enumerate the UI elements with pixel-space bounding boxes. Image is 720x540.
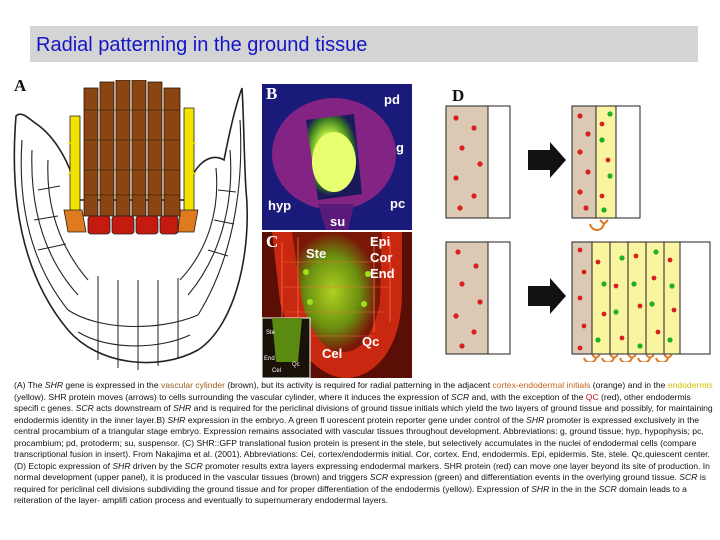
panel-d-upper-right — [571, 105, 641, 219]
title-bar: Radial patterning in the ground tissue — [30, 26, 698, 62]
slide-title: Radial patterning in the ground tissue — [36, 34, 368, 56]
panel-b-label: B — [266, 84, 278, 103]
panel-d-layer-schematics — [445, 105, 711, 362]
panel-a-root-diagram — [13, 80, 249, 370]
panel-d-lower-right — [571, 241, 711, 355]
label-g: g — [396, 140, 404, 155]
label-cor: Cor — [370, 250, 393, 265]
label-qc: Qc — [362, 334, 380, 349]
panel-a-label: A — [14, 76, 27, 95]
label-su: su — [330, 214, 346, 229]
label-ste: Ste — [306, 246, 327, 261]
label-cel: Cel — [322, 346, 343, 361]
inset-label-ste: Ste — [266, 330, 276, 336]
label-pd: pd — [384, 92, 400, 107]
inset-label-qc: Qc — [292, 362, 300, 368]
label-end: End — [370, 266, 395, 281]
figure-caption: (A) The SHR gene is expressed in the vas… — [14, 380, 713, 505]
panel-d-lower-arrow — [528, 278, 566, 314]
panel-d-lower-left — [445, 241, 511, 355]
label-hyp: hyp — [268, 198, 292, 213]
panel-d-upper-arrow — [528, 142, 566, 178]
panel-c-label: C — [266, 232, 279, 251]
label-epi: Epi — [370, 234, 391, 249]
panel-b-embryo-micrograph — [262, 84, 412, 230]
panel-c-root-micrograph — [262, 232, 412, 378]
panel-d-label: D — [452, 86, 465, 105]
inset-label-end: End — [264, 356, 275, 362]
inset-label-cel: Cel — [272, 368, 282, 374]
panel-d-upper-left — [445, 105, 511, 219]
label-pc: pc — [390, 196, 406, 211]
